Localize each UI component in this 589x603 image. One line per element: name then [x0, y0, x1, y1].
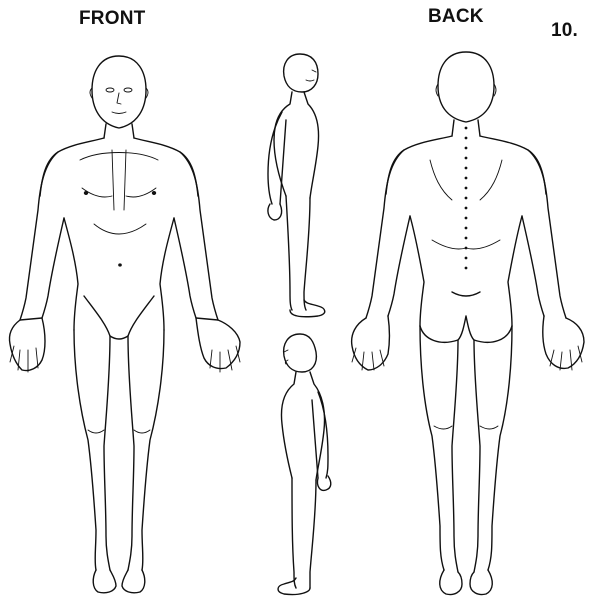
back-knees: [434, 426, 498, 429]
back-right-hand: [543, 316, 584, 368]
back-left-leg: [420, 326, 458, 572]
back-right-foot: [470, 570, 492, 595]
back-buttocks: [420, 292, 512, 342]
back-head: [438, 52, 494, 122]
back-left-arm: [366, 150, 410, 318]
back-torso: [386, 136, 546, 326]
back-left-hand: [352, 316, 390, 370]
back-shoulder-blades: [430, 160, 502, 200]
back-left-foot: [440, 570, 462, 595]
back-right-fingers: [550, 346, 582, 370]
back-right-arm: [522, 150, 566, 318]
back-spine: [465, 127, 468, 270]
back-ears: [436, 84, 496, 96]
back-right-leg: [474, 326, 512, 572]
